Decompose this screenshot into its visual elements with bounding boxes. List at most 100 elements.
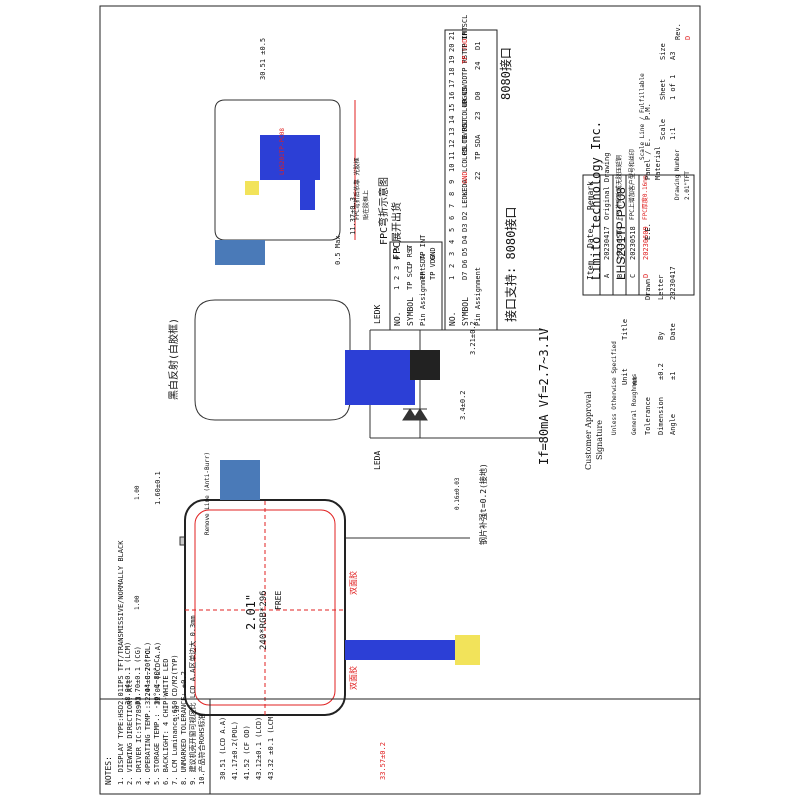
dim-bottom: 41.52 (CF OD) (243, 725, 251, 780)
panel-outline-reflect (194, 299, 351, 421)
dim-fpc-length: 33.57±0.2 (379, 742, 387, 780)
pin-8080-symbol: D3 (461, 223, 469, 232)
fpc-front (345, 640, 455, 660)
panel-outline-bent (214, 99, 341, 241)
pin-8080-no: 10 (448, 163, 456, 172)
dim-max: 0.5 Max (334, 235, 342, 265)
size-label: Size (659, 43, 667, 60)
fpc-note-2: 贴在胶框上 (363, 189, 370, 220)
rev-row-date: 20230518 (629, 226, 637, 260)
pin-8080-no: 14 (448, 115, 456, 124)
dimension-value: ±0.2 (657, 363, 665, 380)
pin-tp-no: 3 (393, 265, 401, 270)
pin-8080-symbol: D6 (461, 259, 469, 268)
drawn-label: Drawn (644, 278, 652, 300)
note-item: 3. DRIVER IC:ST7789P3 (135, 696, 143, 785)
front-free: FREE (274, 590, 283, 610)
pin-tp-no: 2 (393, 275, 401, 280)
pm-label: P.M. (644, 103, 652, 120)
fpc-arm-bent (300, 135, 315, 210)
note-item: 9. 建议机壳开窗可视区比 LCD A.A区单边大 0.3mm (189, 615, 197, 785)
dim-321: 3.21±0.2 (469, 321, 477, 355)
size-value: A3 (669, 51, 677, 60)
title-label: Title (621, 318, 629, 340)
dim-thickness: 1.60±0.1 (154, 471, 162, 505)
tolerance: Tolerance (644, 397, 652, 435)
dim-side: 1.00 (134, 595, 141, 610)
sheet-label: Sheet (659, 78, 667, 100)
pin-8080-no: 6 (448, 215, 456, 220)
fpc-unfold-title: FPC展开出货 (392, 201, 403, 260)
by-label: By (657, 331, 665, 340)
note-item: 2. VIEWING DIRECTION: All (126, 679, 134, 785)
rev-row-remark: FPC上增加客户型号和丝印 (629, 149, 636, 220)
pin-tp-no: 1 (393, 285, 401, 290)
front-resolution: 240*RGB*296 (259, 590, 269, 650)
fpc-bent-title: FPC弯折示意图 (379, 176, 390, 245)
front-size: 2.01" (244, 593, 258, 630)
title-block-grid (99, 698, 701, 795)
pin-8080-no: 1 (448, 275, 456, 280)
unless-note: Unless Otherwise Specified (611, 341, 618, 435)
pin-tp-symbol: GND (429, 247, 437, 260)
pin-8080-symbol: D4 (461, 235, 469, 244)
front-view (184, 460, 480, 716)
date-value: 20230417 (669, 266, 677, 300)
pin-8080-symbol: VDD (461, 123, 469, 136)
pin-8080-no: 18 (448, 67, 456, 76)
pin-tp-no: 6 (406, 246, 414, 251)
fpc-bent-view (214, 99, 356, 265)
customer-approval: Customer Approval (584, 391, 593, 470)
reflect-view (194, 299, 440, 421)
pin-8080-no: 8 (448, 191, 456, 196)
pin-tp-header-no: NO. (393, 311, 402, 326)
dim-bottom: 43.12±0.1 (LCD) (255, 716, 263, 780)
pin-8080-header-no: NO. (448, 311, 457, 326)
barcode-note: Remove Line (Anti-Burr) (204, 451, 211, 535)
scale-value: 1:1 (669, 127, 677, 140)
tail-front (220, 460, 260, 500)
dim-bottom: 30.51 (LCD A.A) (219, 716, 227, 780)
pin-8080-no: 5 (448, 227, 456, 232)
scale-label: Scale (659, 118, 667, 140)
dim-side: 1.00 (134, 485, 141, 500)
glue-note-1: 双面胶 (349, 571, 358, 595)
pin-8080-no: 17 (448, 79, 456, 88)
stiffener-bent (245, 181, 259, 195)
drawing-number-value: 2.01"TFT (684, 171, 691, 200)
dim-bottom: 43.32 ±0.1 (LCM) (267, 712, 275, 780)
pin-8080-no: 24 (474, 61, 482, 70)
connector-reflect (410, 350, 440, 380)
fpc-label: LHS201TP-PC08 (279, 128, 286, 175)
angle-value: ±1 (669, 371, 677, 380)
pin-8080-caption: 8080接口 (499, 47, 513, 100)
note-item: 4. OPERATING TEMP.: -20° C~70° C (144, 650, 152, 785)
pin-8080-no: 15 (448, 103, 456, 112)
panel-label: Panel / E. (644, 137, 652, 180)
revision-table-grid (582, 174, 695, 296)
pin-8080-symbol: GND (461, 87, 469, 100)
pin-8080-symbol: D5 (461, 247, 469, 256)
pin-8080-no: 22 (474, 171, 482, 180)
by-value: Letter (657, 274, 665, 300)
pin-tp-caption: 接口支持: 8080接口 (504, 206, 518, 322)
rev-row-date: 20230417 (603, 226, 611, 260)
steel-note: 钢片补强t=0.2(接地) (479, 463, 488, 545)
signature: Signature (595, 419, 604, 460)
pin-8080-symbol: D1 (474, 41, 482, 50)
reflect-title: 黑白反射(白胶框) (169, 317, 180, 400)
note-item: 5. STORAGE TEMP.: -30° C~80° C (153, 658, 161, 785)
rev-label: Rev. (674, 23, 682, 40)
dimension-label: Dimension (657, 397, 665, 435)
pin-8080-no: 16 (448, 91, 456, 100)
part-number: LHS201TP-PC08 (614, 187, 628, 280)
pin-8080-no: 7 (448, 203, 456, 208)
scale-line-label: Scale Line / Fulfillable (639, 73, 646, 160)
rev-value: D (684, 35, 692, 40)
dim-34: 3.4±0.2 (459, 390, 467, 420)
pin-8080-no: 23 (474, 111, 482, 120)
drawing-number-label: Drawing Number (674, 149, 681, 200)
pin-tp-symbol: TP INT (419, 234, 427, 260)
